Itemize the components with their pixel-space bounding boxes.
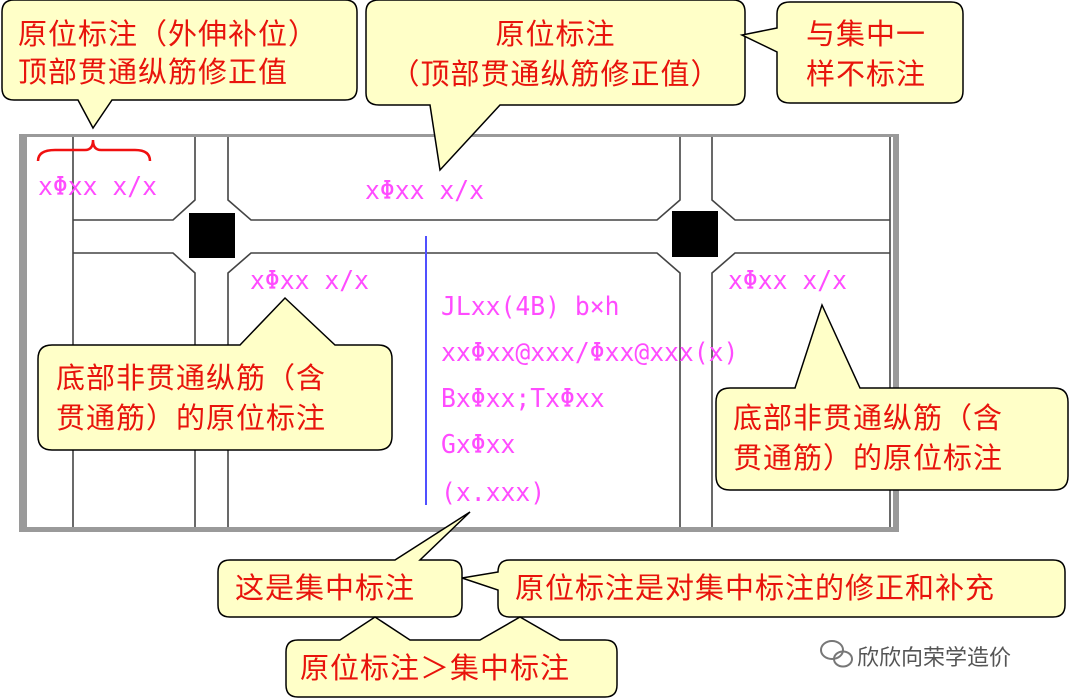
concentrated-line-2: xxΦxx@xxx/Φxx@xxx(x) — [441, 338, 739, 368]
label-top-mid: xΦxx x/x — [365, 176, 484, 206]
callout-1-line-2: 顶部贯通纵筋修正值 — [18, 55, 289, 89]
callout-1-shape — [1, 0, 358, 130]
callout-2-line-2: （顶部贯通纵筋修正值） — [390, 57, 721, 91]
callout-8-text: 原位标注＞集中标注 — [300, 651, 571, 685]
brace-icon — [36, 139, 152, 162]
label-bottom-right: xΦxx x/x — [728, 266, 847, 296]
watermark: 欣欣向荣学造价 — [857, 646, 1012, 671]
callout-3-shape — [739, 1, 964, 104]
concentrated-line-4: GxΦxx — [441, 430, 516, 460]
callout-5-line-1: 底部非贯通纵筋（含 — [733, 401, 1004, 435]
callout-5-shape — [715, 302, 1069, 491]
beam-grid — [72, 137, 891, 527]
callout-3-line-2: 样不标注 — [806, 57, 927, 91]
callout-5-line-2: 贯通筋）的原位标注 — [733, 441, 1004, 475]
callout-7-text: 原位标注是对集中标注的修正和补充 — [515, 571, 996, 605]
callout-8-shape — [285, 616, 618, 698]
concentrated-line-5: (x.xxx) — [441, 478, 546, 508]
callout-3-line-1: 与集中一 — [806, 17, 927, 51]
callout-4-shape — [37, 296, 393, 451]
column-2 — [672, 211, 718, 257]
callout-6-text: 这是集中标注 — [235, 571, 416, 605]
column-1 — [189, 213, 235, 258]
concentrated-line-3: BxΦxx;TxΦxx — [441, 384, 605, 414]
callout-6-shape — [217, 511, 471, 618]
callout-4-line-2: 贯通筋）的原位标注 — [56, 401, 327, 435]
callout-4-line-1: 底部非贯通纵筋（含 — [56, 361, 327, 395]
callout-2-line-1: 原位标注 — [495, 17, 616, 51]
concentrated-line-1: JLxx(4B) b×h — [441, 292, 620, 322]
wechat-icon — [820, 640, 853, 668]
callout-1-line-1: 原位标注（外伸补位） — [18, 17, 319, 51]
callout-2-shape — [365, 0, 746, 172]
label-top-left: xΦxx x/x — [38, 172, 157, 202]
label-bottom-left: xΦxx x/x — [250, 266, 369, 296]
callout-7-shape — [461, 559, 1066, 618]
